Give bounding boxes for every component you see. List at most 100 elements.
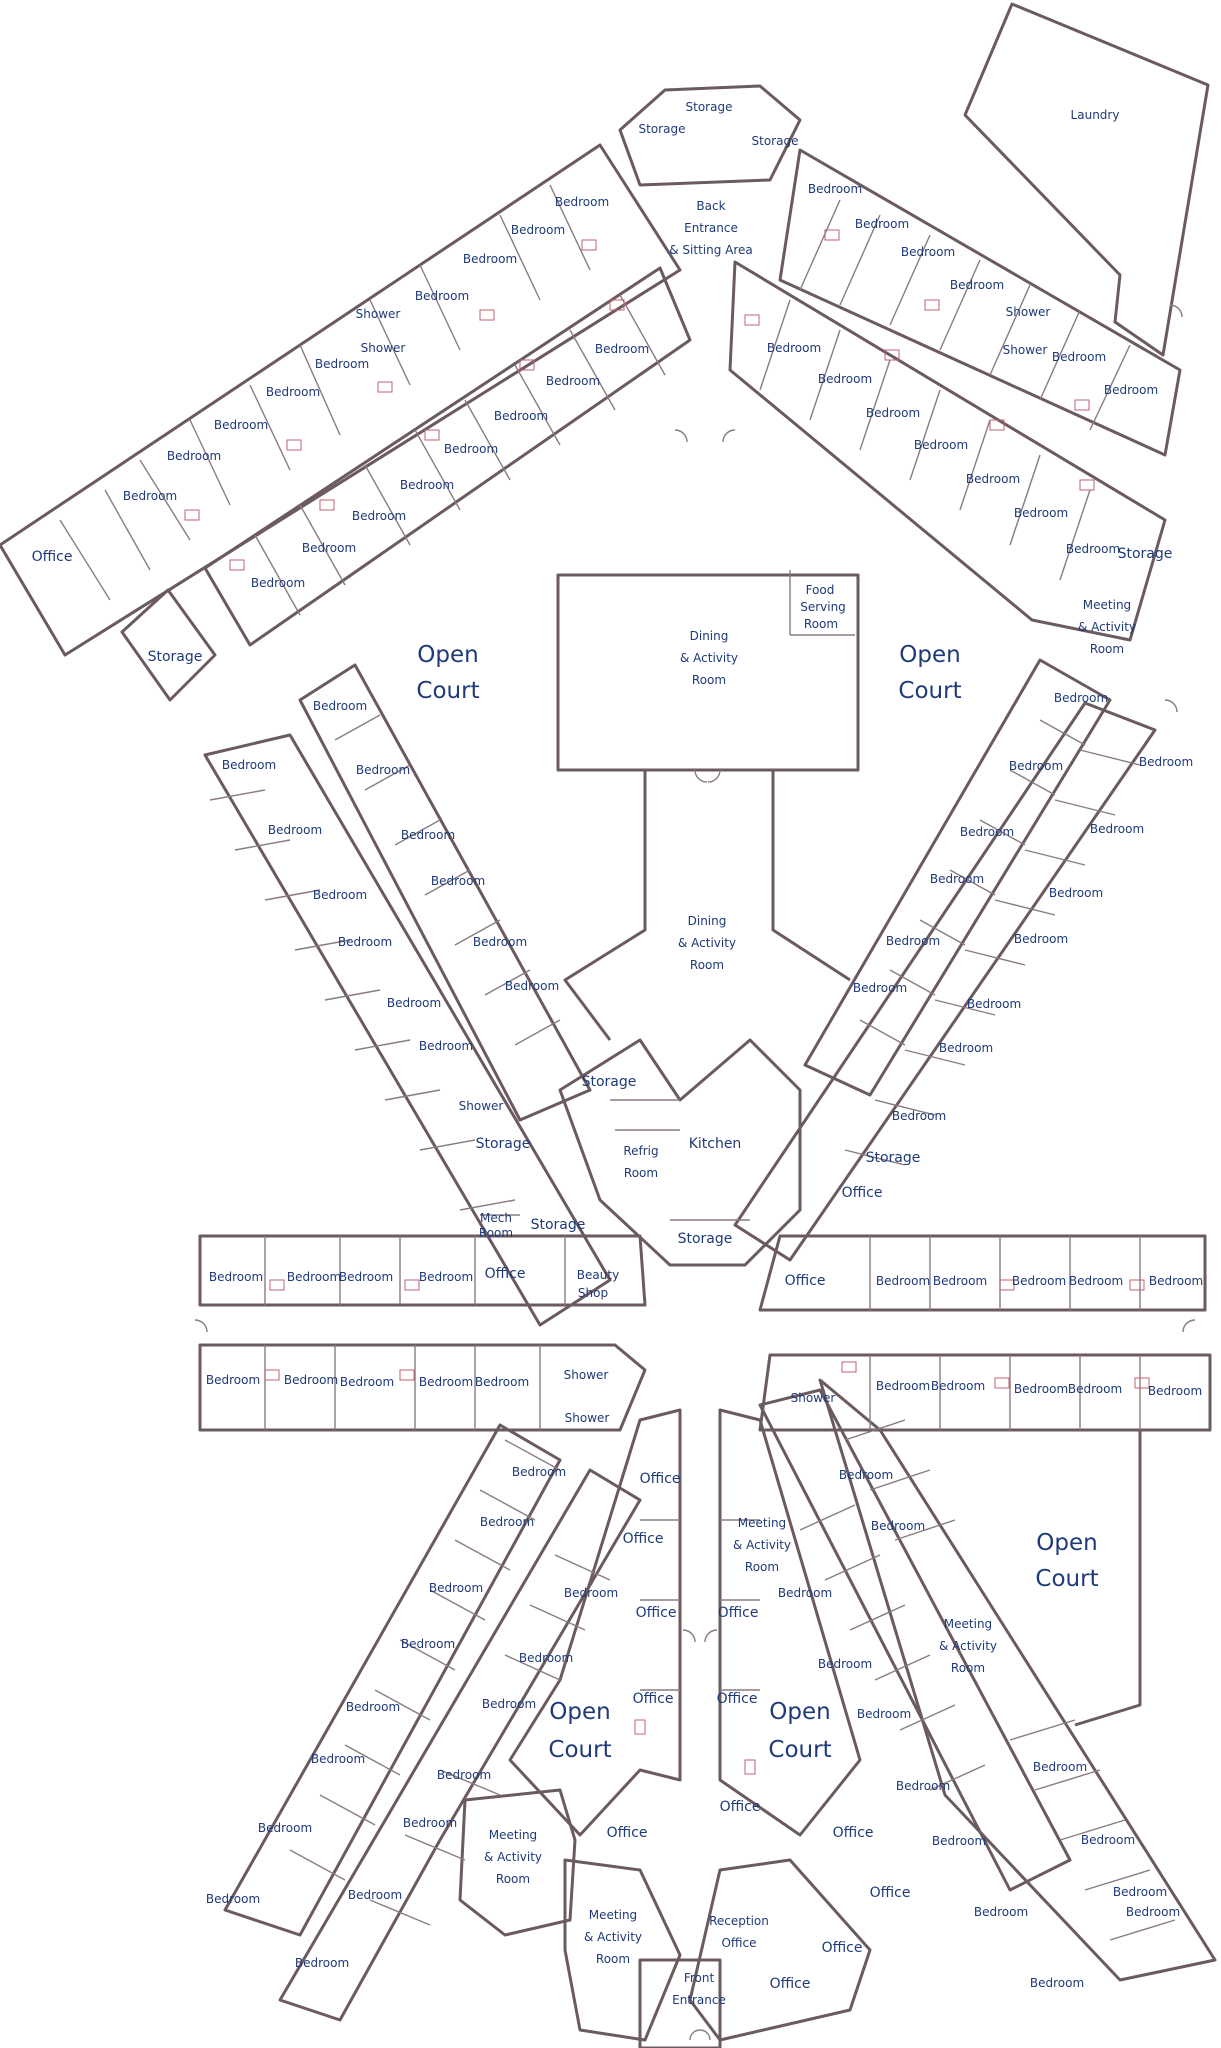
bedroom-label: Bedroom <box>555 195 609 209</box>
office-label: Office <box>636 1605 677 1621</box>
door-swing[interactable] <box>674 429 688 443</box>
interior-partitions <box>59 184 1176 1941</box>
office-label: Office <box>770 1976 811 1992</box>
storage-nw-box <box>120 588 217 702</box>
bedroom-label: Bedroom <box>268 823 322 837</box>
door-swing[interactable] <box>1182 1319 1196 1333</box>
bedroom-label: Bedroom <box>967 997 1021 1011</box>
fixture <box>377 381 393 393</box>
door-swing[interactable] <box>694 769 708 783</box>
bedroom-label: Bedroom <box>892 1109 946 1123</box>
bedroom-label: Bedroom <box>258 1821 312 1835</box>
partition <box>294 939 351 951</box>
door-swing[interactable] <box>1164 699 1178 713</box>
partition <box>454 1539 511 1571</box>
southeast-wing <box>758 1388 1072 1892</box>
partition <box>484 969 531 996</box>
beauty-shop-label-line2: Shop <box>578 1286 608 1300</box>
bedroom-label: Bedroom <box>855 217 909 231</box>
bedroom-label: Bedroom <box>966 472 1020 486</box>
office-label: Office <box>870 1885 911 1901</box>
partition <box>1034 1769 1101 1791</box>
door-swing[interactable] <box>689 2029 701 2041</box>
door-swing[interactable] <box>699 2029 711 2041</box>
fixture <box>824 229 840 241</box>
bedroom-label: Bedroom <box>419 1039 473 1053</box>
bedroom-label: Bedroom <box>1030 1976 1084 1990</box>
bedroom-label: Bedroom <box>896 1779 950 1793</box>
open-court-label: Court <box>898 678 961 704</box>
doors <box>194 304 1196 2041</box>
west-diagonal-wing <box>203 733 612 1327</box>
fixture <box>994 1377 1010 1389</box>
partition <box>499 214 541 301</box>
door-swing[interactable] <box>704 1629 718 1643</box>
fixture <box>399 1369 415 1381</box>
bedroom-label: Bedroom <box>1049 886 1103 900</box>
office-label: Office <box>720 1799 761 1815</box>
partition <box>324 989 381 1001</box>
bedroom-label: Bedroom <box>419 1375 473 1389</box>
door-swing[interactable] <box>707 769 721 783</box>
door-swing[interactable] <box>722 429 736 443</box>
bedroom-label: Bedroom <box>437 1768 491 1782</box>
office-label: Office <box>822 1940 863 1956</box>
partition <box>959 419 991 511</box>
bedroom-label: Bedroom <box>564 1586 618 1600</box>
bedroom-label: Bedroom <box>901 245 955 259</box>
partition <box>1079 749 1141 766</box>
partition <box>364 464 411 546</box>
partition <box>1039 719 1086 746</box>
meeting-room-sw <box>458 1788 577 1937</box>
bedroom-label: Bedroom <box>444 442 498 456</box>
dining-room-upper <box>556 573 860 772</box>
front-entrance-label-line2: Entrance <box>672 1993 726 2007</box>
partition <box>289 1849 346 1881</box>
east-diagonal-wing <box>733 701 1157 1262</box>
shower-label: Shower <box>1003 343 1048 357</box>
kitchen-label: Kitchen <box>689 1136 742 1152</box>
fixture <box>229 559 245 571</box>
meeting-label-line3: Room <box>496 1872 530 1886</box>
partition <box>569 329 616 411</box>
partition <box>939 259 981 351</box>
fixture <box>581 239 597 251</box>
office-label: Office <box>718 1605 759 1621</box>
room-labels: Laundry Storage Storage Storage Back Ent… <box>32 100 1204 2007</box>
bedroom-label: Bedroom <box>876 1379 930 1393</box>
storage-label: Storage <box>866 1150 921 1166</box>
bedroom-label: Bedroom <box>886 934 940 948</box>
bedroom-label: Bedroom <box>251 576 305 590</box>
office-label: Office <box>32 549 73 565</box>
partition <box>504 1654 561 1681</box>
bedroom-label: Bedroom <box>419 1270 473 1284</box>
reception-label-line2: Office <box>721 1936 756 1950</box>
partition <box>234 839 291 851</box>
fixture <box>286 439 302 451</box>
bedroom-label: Bedroom <box>914 438 968 452</box>
door-swing[interactable] <box>682 1629 696 1643</box>
bedroom-label: Bedroom <box>1014 1382 1068 1396</box>
partition <box>529 1604 586 1631</box>
fixture <box>319 499 335 511</box>
meeting-label-line2: & Activity <box>939 1639 997 1653</box>
bedroom-label: Bedroom <box>313 888 367 902</box>
storage-label: Storage <box>1118 546 1173 562</box>
meeting-label-line3: Room <box>951 1661 985 1675</box>
bedroom-label: Bedroom <box>401 1637 455 1651</box>
dining-label-line1: Dining <box>690 629 729 643</box>
bedroom-label: Bedroom <box>1104 383 1158 397</box>
partition <box>1054 799 1116 816</box>
door-swing[interactable] <box>194 1319 208 1333</box>
bedroom-label: Bedroom <box>960 825 1014 839</box>
beauty-shop-label-line1: Beauty <box>577 1268 619 1282</box>
meeting-label-line1: Meeting <box>1083 598 1131 612</box>
mech-room-label-line2: Room <box>479 1226 513 1240</box>
bedroom-label: Bedroom <box>876 1274 930 1288</box>
door-swing[interactable] <box>1169 304 1183 318</box>
partition <box>874 1099 936 1116</box>
partition <box>1009 454 1041 546</box>
storage-label: Storage <box>686 100 733 114</box>
